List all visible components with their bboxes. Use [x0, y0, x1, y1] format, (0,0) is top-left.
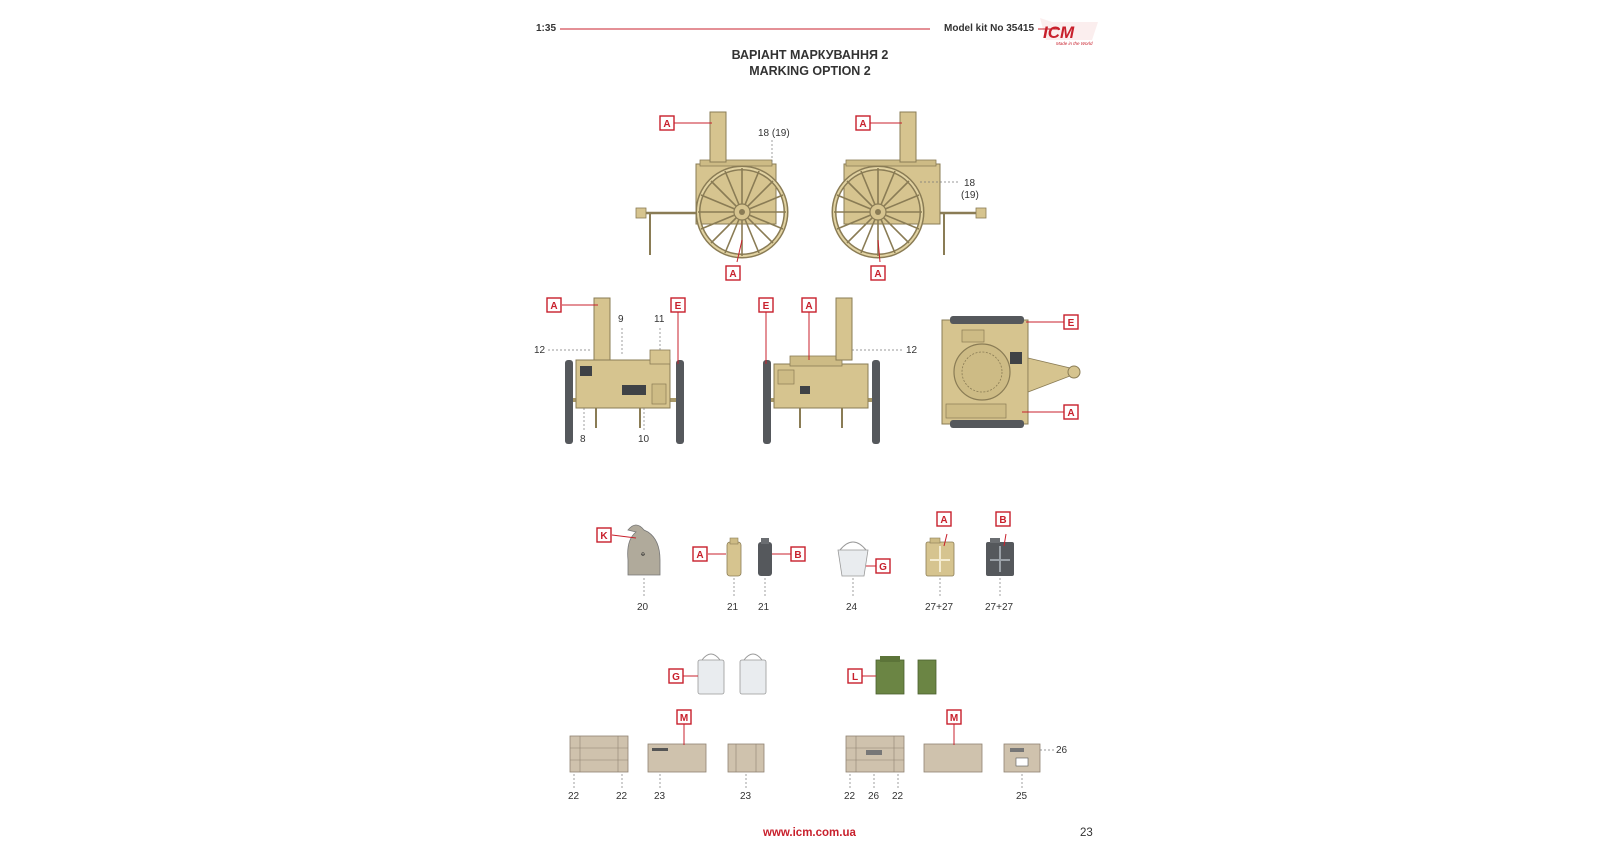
kitchen-side-view-left	[635, 111, 789, 259]
callout-top-e: E	[1026, 314, 1079, 330]
part-number: 11	[654, 314, 665, 325]
svg-text:E: E	[675, 301, 682, 312]
callout-bottle-a: A	[692, 546, 726, 562]
part-number: 8	[580, 434, 586, 445]
svg-text:M: M	[680, 713, 688, 724]
svg-text:A: A	[696, 550, 703, 561]
icm-logo-tagline: Made in the World	[1056, 41, 1093, 46]
callout-milk-g: G	[668, 668, 698, 684]
page-title-english: MARKING OPTION 2	[749, 64, 871, 78]
part-number: 10	[638, 434, 650, 445]
kitchen-rear-view	[763, 297, 880, 444]
callout-sack-k: K	[596, 527, 637, 543]
crate-left-large	[569, 735, 629, 773]
milk-can-2	[739, 653, 767, 695]
part-number: 26	[868, 791, 880, 802]
callout-side-right-bottom: A	[870, 239, 886, 281]
callout-crate-m2: M	[946, 709, 962, 745]
svg-text:G: G	[879, 562, 887, 573]
part-number: 20	[637, 602, 649, 613]
callout-rear-a: A	[801, 297, 817, 360]
part-number: 22	[892, 791, 904, 802]
svg-text:✠: ✠	[641, 552, 645, 558]
callout-bucket-g: G	[866, 558, 891, 574]
icm-logo-text: ICM	[1043, 23, 1075, 42]
part-number: 21	[758, 602, 770, 613]
part-number: 23	[654, 791, 666, 802]
crate-m-1	[647, 743, 707, 773]
bottle-sand	[726, 537, 742, 577]
footer-url-link[interactable]: www.icm.com.ua	[763, 827, 856, 839]
callout-side-left-bottom: A	[725, 239, 743, 281]
svg-text:A: A	[729, 269, 736, 280]
part-number: 22	[616, 791, 628, 802]
callout-front-a: A	[546, 297, 598, 313]
scale-label: 1:35	[536, 23, 557, 34]
part-number: 9	[618, 314, 624, 325]
green-container-2	[917, 659, 937, 695]
jerrycan-sand	[925, 537, 955, 577]
svg-text:G: G	[672, 672, 680, 683]
svg-text:E: E	[763, 301, 770, 312]
callout-crate-m1: M	[676, 709, 692, 745]
part-number: 12	[906, 345, 918, 356]
bucket	[837, 541, 869, 577]
page-number: 23	[1080, 827, 1093, 839]
callout-rear-e: E	[758, 297, 774, 364]
part-number: 22	[844, 791, 856, 802]
crate-small-2	[1003, 743, 1041, 773]
crate-right-large	[845, 735, 905, 773]
part-number: 21	[727, 602, 739, 613]
crate-small-1	[727, 743, 765, 773]
callout-bottle-b: B	[772, 546, 806, 562]
part-number: 25	[1016, 791, 1028, 802]
svg-text:A: A	[859, 119, 866, 130]
part-number: 26	[1056, 745, 1068, 756]
green-container-1	[875, 656, 905, 695]
part-number: 24	[846, 602, 858, 613]
svg-text:A: A	[1067, 408, 1074, 419]
part-number: 18 (19)	[758, 128, 790, 139]
part-number: 12	[534, 345, 546, 356]
svg-text:B: B	[794, 550, 801, 561]
svg-text:A: A	[874, 269, 881, 280]
callout-jerry-a: A	[936, 511, 952, 547]
page-title-ukrainian: ВАРІАНТ МАРКУВАННЯ 2	[731, 48, 889, 62]
icm-logo: ICM Made in the World	[1040, 18, 1098, 46]
svg-text:E: E	[1068, 318, 1075, 329]
flour-sack: ✠	[627, 524, 661, 576]
bottle-grey	[758, 538, 772, 576]
svg-text:A: A	[550, 301, 557, 312]
svg-text:B: B	[999, 515, 1006, 526]
callout-green-l: L	[847, 668, 876, 684]
callout-side-left-top: A	[659, 115, 712, 131]
jerrycan-grey	[986, 538, 1014, 576]
callout-front-e: E	[670, 297, 686, 364]
part-number: 22	[568, 791, 580, 802]
svg-text:A: A	[940, 515, 947, 526]
kitchen-side-view-right	[831, 111, 987, 259]
part-number: 27+27	[985, 602, 1014, 613]
callout-jerry-b: B	[995, 511, 1011, 547]
part-number: 23	[740, 791, 752, 802]
svg-text:A: A	[805, 301, 812, 312]
callout-side-right-top: A	[855, 115, 902, 131]
callout-top-a: A	[1022, 404, 1079, 420]
part-number: (19)	[961, 190, 979, 201]
part-number: 27+27	[925, 602, 954, 613]
milk-can-1	[697, 653, 725, 695]
kitchen-front-view	[565, 297, 684, 444]
part-number: 18	[964, 178, 976, 189]
crate-m-2	[923, 743, 983, 773]
svg-text:A: A	[663, 119, 670, 130]
svg-text:M: M	[950, 713, 958, 724]
svg-text:K: K	[600, 531, 608, 542]
kit-number-label: Model kit No 35415	[944, 23, 1035, 34]
kitchen-top-view	[941, 316, 1081, 428]
svg-text:L: L	[852, 672, 858, 683]
